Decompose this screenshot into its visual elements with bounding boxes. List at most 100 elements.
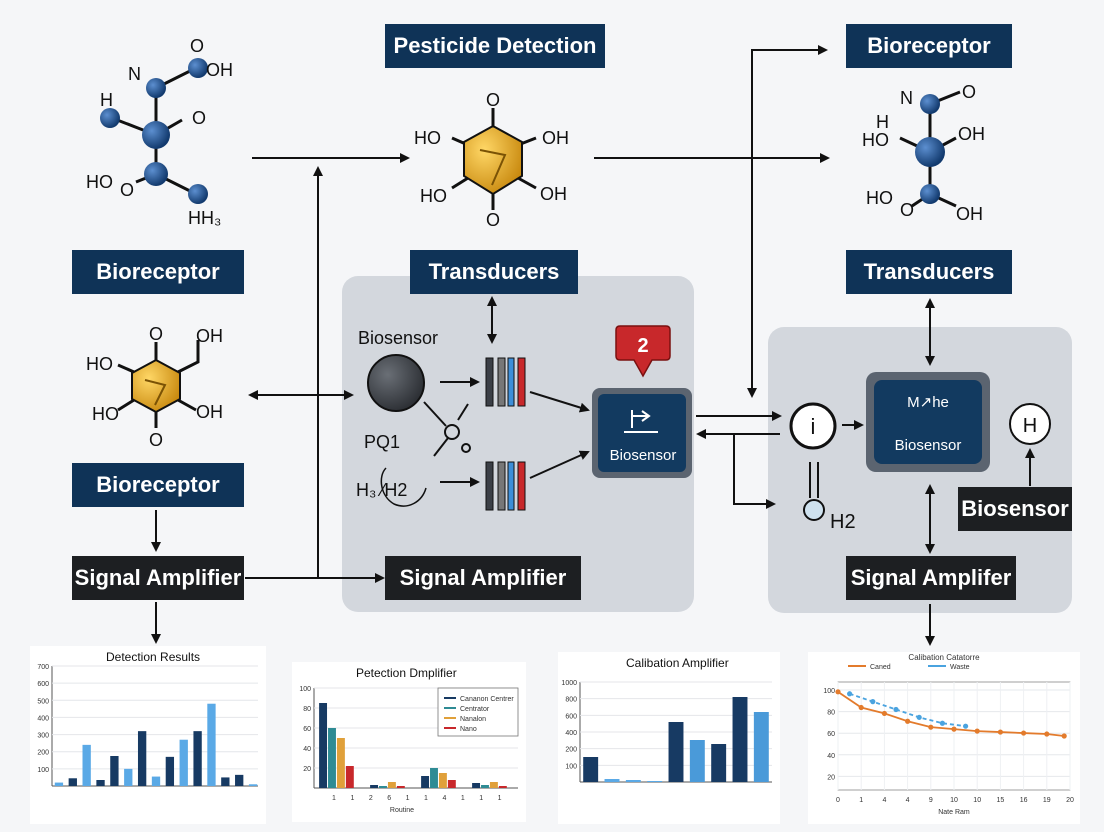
bar [110, 756, 119, 786]
x-tick-label: 9 [929, 797, 933, 804]
svg-text:Biosensor: Biosensor [895, 437, 962, 454]
bar [472, 783, 481, 788]
svg-text:HH₃: HH₃ [188, 208, 221, 228]
bioreceptor-top-right-label: Bioreceptor [846, 24, 1012, 68]
y-tick-label: 300 [37, 733, 49, 740]
svg-text:O: O [149, 430, 163, 450]
bar [370, 785, 379, 788]
y-tick-label: 40 [827, 753, 835, 760]
y-tick-label: 200 [565, 747, 577, 754]
data-point [893, 706, 899, 713]
x-tick-label: 10 [973, 797, 981, 804]
y-tick-label: 20 [303, 766, 311, 773]
svg-text:O: O [120, 180, 134, 200]
svg-text:H: H [100, 90, 113, 110]
legend-label: Waste [950, 664, 970, 671]
bar [396, 786, 405, 788]
molecule-2: O HO OH HO OH O [414, 90, 569, 230]
x-tick-label: 0 [836, 797, 840, 804]
x-tick-label: 4 [882, 797, 886, 804]
bar [668, 722, 684, 782]
svg-text:OH: OH [958, 124, 985, 144]
bar [387, 782, 396, 788]
molecule-3: N O H HO OH HO O OH [862, 82, 985, 224]
bar [753, 712, 769, 782]
node-i: i [789, 402, 837, 450]
bar [54, 782, 64, 786]
svg-text:HO: HO [86, 172, 113, 192]
arrow-bracket-top [751, 45, 828, 395]
bar [625, 780, 641, 782]
x-tick-label: 4 [442, 795, 446, 802]
pq-label: PQ1 [364, 432, 400, 452]
data-point [939, 720, 945, 726]
bar [447, 780, 456, 788]
series-line [849, 692, 966, 728]
chart-title: Detection Results [106, 650, 201, 664]
pesticide-detection-label: Pesticide Detection [385, 24, 605, 68]
data-point [881, 710, 887, 717]
svg-text:OH: OH [196, 326, 223, 346]
signal-amplifier-center-label: Signal Amplifier [385, 556, 581, 600]
arrow-filter1-chip [529, 391, 590, 413]
node-h: H [1009, 403, 1051, 445]
svg-text:OH: OH [196, 402, 223, 422]
h3-ring [380, 467, 427, 507]
chart-title: Calibation Amplifier [626, 656, 729, 670]
x-tick-label: 1 [859, 797, 863, 804]
y-tick-label: 800 [565, 697, 577, 704]
data-point [916, 714, 922, 720]
molecule-4: O OH HO HO OH O [86, 324, 223, 450]
y-tick-label: 100 [299, 686, 311, 693]
y-tick-label: 100 [823, 688, 835, 695]
svg-text:O: O [149, 324, 163, 344]
bar [421, 776, 430, 788]
bar [430, 768, 438, 788]
svg-text:O: O [190, 36, 204, 56]
bar [345, 766, 354, 788]
svg-text:H2: H2 [830, 511, 856, 533]
x-tick-label: 10 [950, 797, 958, 804]
x-tick-label: 1 [461, 795, 465, 802]
bar [438, 773, 447, 788]
svg-text:N: N [900, 88, 913, 108]
svg-text:OH: OH [206, 60, 233, 80]
signal-amplifier-left-label: Signal Amplifier [72, 556, 244, 600]
chart-title: Calibation Catatorre [908, 653, 980, 662]
bar [498, 786, 507, 788]
bar [689, 740, 705, 782]
biosensor-sensor-disc [367, 354, 425, 412]
x-tick-label: 4 [906, 797, 910, 804]
legend-label: Caned [870, 664, 891, 671]
bar [711, 744, 727, 782]
x-tick-label: 15 [997, 797, 1005, 804]
data-point [905, 718, 911, 724]
svg-text:H: H [876, 112, 889, 132]
y-tick-label: 200 [37, 750, 49, 757]
y-tick-label: 1000 [561, 680, 577, 687]
svg-text:O: O [900, 200, 914, 220]
y-tick-label: 600 [565, 713, 577, 720]
bar [379, 786, 387, 788]
bar [481, 785, 489, 788]
y-tick-label: 100 [37, 767, 49, 774]
legend-label: Nano [460, 726, 477, 733]
bar [732, 697, 748, 782]
x-tick-label: 1 [332, 795, 336, 802]
legend-label: Centrator [460, 706, 490, 713]
legend-label: Nanalon [460, 716, 486, 723]
biosensor-text-center: Biosensor [358, 328, 438, 348]
biosensor-chip-right: M↗he Biosensor [866, 372, 990, 472]
x-tick-label: 1 [424, 795, 428, 802]
molecule-1: N O OH H O HO O HH₃ [86, 36, 233, 228]
x-tick-label: 1 [350, 795, 354, 802]
bar [68, 778, 77, 786]
data-point [835, 689, 841, 695]
y-tick-label: 100 [565, 763, 577, 770]
bar [137, 731, 147, 786]
bar [165, 756, 175, 786]
bar [179, 739, 188, 786]
